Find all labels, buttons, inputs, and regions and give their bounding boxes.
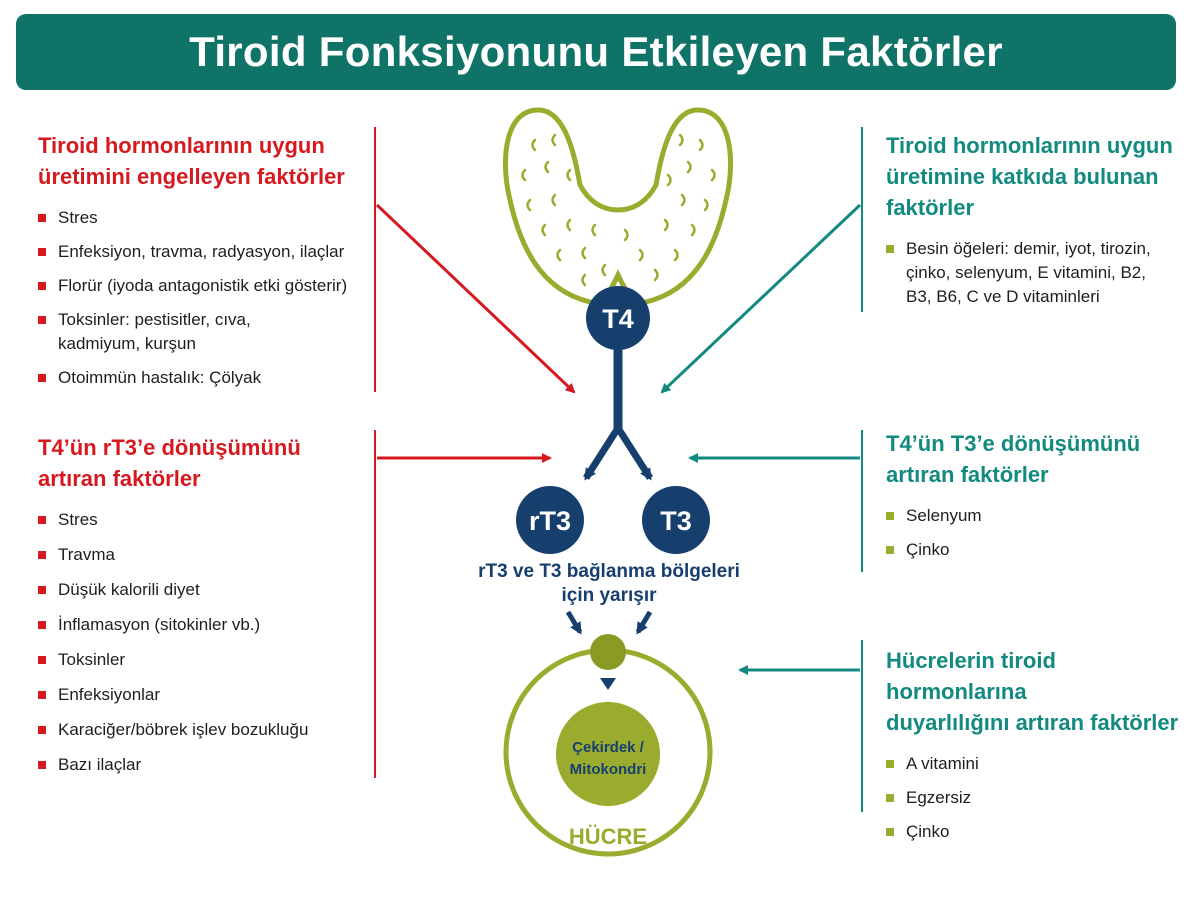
list-item: Enfeksiyonlar (38, 683, 368, 707)
list-item: Bazı ilaçlar (38, 753, 368, 777)
t4-label: T4 (602, 304, 634, 334)
inhibit-arrow (375, 203, 576, 394)
rt3-label: rT3 (529, 506, 571, 536)
competition-text-line-1: rT3 ve T3 bağlanma bölgeleri (478, 561, 740, 582)
heading-line: üretimini engelleyen faktörler (38, 164, 345, 189)
t3-node (642, 486, 710, 554)
heading-line: Tiroid hormonlarının uygun (38, 133, 325, 158)
list-item: Karaciğer/böbrek işlev bozukluğu (38, 718, 368, 742)
supporting-factors-list: Besin öğeleri: demir, iyot, tirozin, çin… (886, 237, 1186, 309)
list-item: Enfeksiyon, travma, radyasyon, ilaçlar (38, 240, 368, 264)
list-item: Besin öğeleri: demir, iyot, tirozin, çin… (886, 237, 1176, 309)
page-title: Tiroid Fonksiyonunu Etkileyen Faktörler (16, 14, 1176, 90)
list-item: İnflamasyon (sitokinler vb.) (38, 613, 368, 637)
cell-sensitivity-list: A vitamini Egzersiz Çinko (886, 752, 1186, 844)
t3-conversion-factors-panel: T4’ün T3’e dönüşümünü artıran faktörler … (886, 428, 1186, 572)
supporting-factors-heading: Tiroid hormonlarının uygun üretimine kat… (886, 130, 1186, 223)
heading-line: duyarlılığını artıran faktörler (886, 710, 1179, 735)
thyroid-gland-icon (503, 107, 733, 305)
list-item: Egzersiz (886, 786, 1186, 810)
list-item: Selenyum (886, 504, 1186, 528)
t3-conversion-list: Selenyum Çinko (886, 504, 1186, 562)
list-item: Çinko (886, 820, 1186, 844)
receptor-down-arrow (600, 678, 616, 690)
t3-conversion-heading: T4’ün T3’e dönüşümünü artıran faktörler (886, 428, 1186, 490)
rt3-conversion-factors-panel: T4’ün rT3’e dönüşümünü artıran faktörler… (38, 432, 368, 788)
list-item: Toksinler: pestisitler, cıva, kadmiyum, … (38, 308, 308, 356)
heading-line: artıran faktörler (38, 466, 201, 491)
inhibiting-factors-list: Stres Enfeksiyon, travma, radyasyon, ila… (38, 206, 368, 390)
cell-label: HÜCRE (569, 824, 647, 849)
heading-line: üretimine katkıda bulunan (886, 164, 1159, 189)
rt3-conversion-heading: T4’ün rT3’e dönüşümünü artıran faktörler (38, 432, 368, 494)
inhibiting-factors-heading: Tiroid hormonlarının uygun üretimini eng… (38, 130, 368, 192)
t3-label: T3 (660, 506, 692, 536)
t4-node (586, 286, 650, 350)
t3-to-receptor-arrow (635, 610, 653, 635)
cell-sensitivity-heading: Hücrelerin tiroid hormonlarına duyarlılı… (886, 645, 1186, 738)
list-item: Çinko (886, 538, 1186, 562)
list-item: Florür (iyoda antagonistik etki gösterir… (38, 274, 368, 298)
nucleus (556, 702, 660, 806)
competition-text-line-2: için yarışır (561, 585, 657, 606)
list-item: Stres (38, 508, 368, 532)
receptor-dot (590, 634, 626, 670)
rt3-conversion-list: Stres Travma Düşük kalorili diyet İnflam… (38, 508, 368, 777)
support-arrow (660, 203, 862, 394)
branch-to-rt3 (583, 426, 621, 481)
heading-line: T4’ün rT3’e dönüşümünü (38, 435, 301, 460)
list-item: Toksinler (38, 648, 368, 672)
list-item: Travma (38, 543, 368, 567)
heading-line: faktörler (886, 195, 975, 220)
nucleus-label-line-1: Çekirdek / (572, 739, 645, 756)
list-item: A vitamini (886, 752, 1186, 776)
heading-line: Tiroid hormonlarının uygun (886, 133, 1173, 158)
heading-line: artıran faktörler (886, 462, 1049, 487)
supporting-factors-panel: Tiroid hormonlarının uygun üretimine kat… (886, 130, 1186, 319)
heading-line: T4’ün T3’e dönüşümünü (886, 431, 1141, 456)
list-item: Otoimmün hastalık: Çölyak (38, 366, 368, 390)
heading-line: Hücrelerin tiroid hormonlarına (886, 648, 1056, 704)
cell-sensitivity-factors-panel: Hücrelerin tiroid hormonlarına duyarlılı… (886, 645, 1186, 854)
rt3-node (516, 486, 584, 554)
rt3-to-receptor-arrow (565, 610, 583, 635)
inhibiting-factors-panel: Tiroid hormonlarının uygun üretimini eng… (38, 130, 368, 400)
list-item: Stres (38, 206, 368, 230)
branch-to-t3 (615, 426, 653, 481)
nucleus-label-line-2: Mitokondri (570, 761, 647, 778)
list-item: Düşük kalorili diyet (38, 578, 368, 602)
